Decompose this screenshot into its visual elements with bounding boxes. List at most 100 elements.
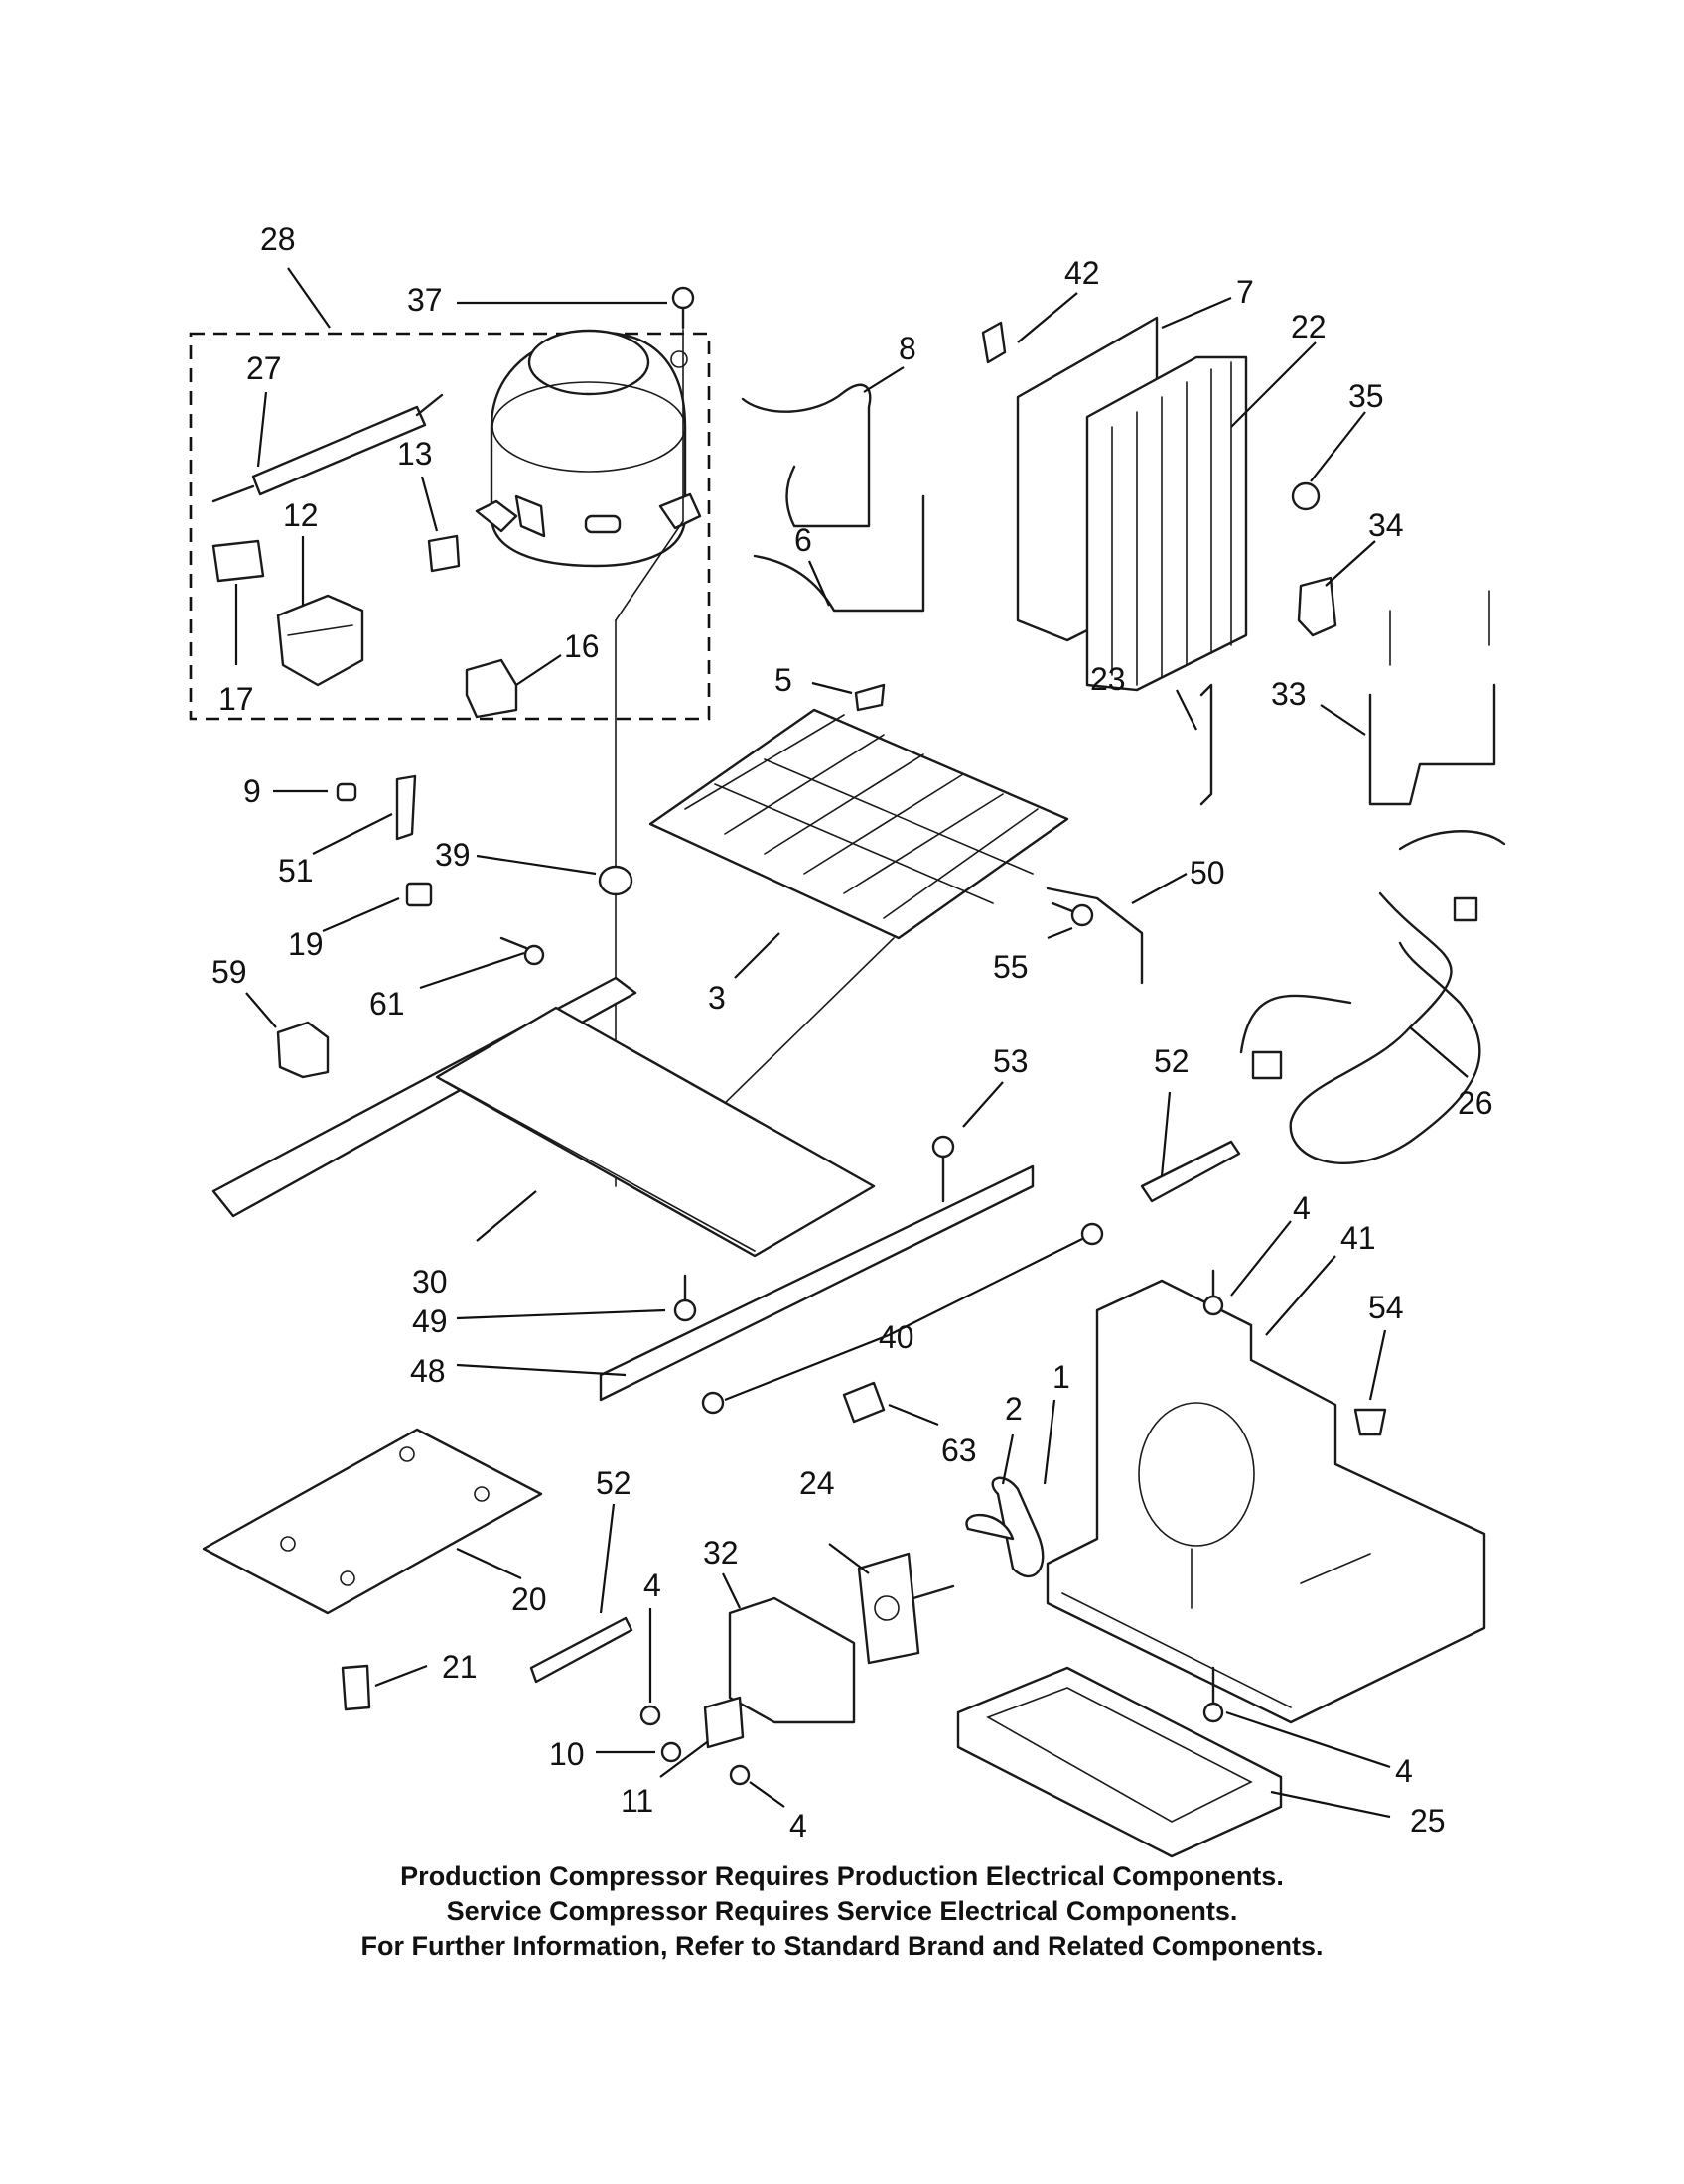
callout-35: 35 [1348,378,1384,414]
callout-4d: 4 [1395,1753,1413,1789]
callout-50: 50 [1190,855,1225,890]
compressor-illustration [475,329,702,568]
callout-39: 39 [435,837,471,873]
callout-61: 61 [369,986,405,1022]
bushing-63 [842,1381,886,1424]
callout-6: 6 [794,522,812,558]
drain-pan-25 [956,1666,1283,1858]
callout-21: 21 [442,1649,478,1685]
callout-49: 49 [412,1303,448,1339]
fan-motor-24 [857,1552,955,1665]
callout-53: 53 [993,1043,1029,1079]
screw-40a [1080,1222,1104,1246]
clip-42 [981,321,1007,364]
callout-40: 40 [879,1319,914,1355]
screw-40b [701,1391,725,1415]
bracket-32 [728,1596,856,1724]
tube-6 [753,494,925,613]
bracket-23 [1199,683,1213,806]
callout-23: 23 [1090,661,1126,697]
drier-27 [211,393,444,503]
callout-3: 3 [708,980,726,1016]
compressor-kit-boundary [189,332,711,721]
tube-51 [395,774,417,841]
screw-10 [660,1741,682,1763]
screw-53 [931,1135,955,1203]
switch-35 [1291,481,1321,511]
callout-16: 16 [564,628,600,664]
wire-nut-54 [1353,1408,1387,1436]
frame-30 [211,976,876,1258]
callout-13: 13 [397,436,433,472]
evaporator-3 [648,708,1069,940]
callout-42: 42 [1064,255,1100,291]
plate-11 [703,1696,745,1749]
overload-17 [211,539,265,583]
callout-20: 20 [511,1581,547,1617]
callout-2: 2 [1005,1391,1023,1427]
callout-26: 26 [1458,1085,1493,1121]
screw-55 [1051,901,1094,927]
callout-41: 41 [1340,1220,1376,1256]
callout-52b: 52 [596,1465,632,1501]
note-further-information: For Further Information, Refer to Standa… [360,1931,1324,1961]
base-shroud-41 [1046,1279,1486,1724]
callout-22: 22 [1291,309,1327,344]
note-production-compressor: Production Compressor Requires Productio… [400,1861,1284,1891]
callout-27: 27 [246,350,282,386]
callout-54: 54 [1368,1290,1404,1325]
callout-5: 5 [774,662,792,698]
insulator-19 [405,882,433,907]
cap-9 [336,782,357,802]
condenser-assembly [1016,316,1248,692]
callout-8: 8 [899,331,916,366]
spring-21 [341,1664,371,1711]
screw-4d [1202,1666,1224,1723]
note-service-compressor: Service Compressor Requires Service Elec… [446,1896,1238,1926]
screw-4c [729,1764,751,1786]
bracket-59 [276,1021,330,1079]
wiring-harness-26 [1239,830,1506,1164]
bracket-34 [1297,576,1337,637]
callout-4b: 4 [643,1568,661,1603]
screw-4b [639,1705,661,1726]
callout-55: 55 [993,949,1029,985]
callout-4c: 4 [789,1808,807,1843]
callout-9: 9 [243,773,261,809]
callout-12: 12 [283,497,319,533]
tube-33 [1368,683,1496,806]
rail-48 [599,1164,1035,1402]
callout-51: 51 [278,853,314,888]
cable-tie-52a [1140,1140,1241,1203]
callout-7: 7 [1236,274,1254,310]
callout-52a: 52 [1154,1043,1190,1079]
callout-33: 33 [1271,676,1307,712]
callout-4a: 4 [1293,1190,1311,1226]
callout-28: 28 [260,221,296,257]
callout-48: 48 [410,1353,446,1389]
capacitor-16 [465,658,518,719]
clip-5 [854,683,886,712]
screw-4a [1202,1269,1224,1316]
tube-50 [1046,887,1144,985]
callout-63: 63 [941,1433,977,1468]
callout-34: 34 [1368,507,1404,543]
screw-49 [673,1274,697,1322]
fan-blade-2 [965,1476,1045,1578]
clip-13 [427,534,461,573]
screw-37 [671,286,695,330]
callout-10: 10 [549,1736,585,1772]
callout-32: 32 [703,1535,739,1570]
callout-11: 11 [621,1783,653,1819]
grommet-39 [598,865,633,896]
cable-tie-52b [529,1616,633,1684]
tube-8 [741,383,872,528]
compressor-vertical-axis [615,520,684,621]
cover-20 [202,1428,543,1615]
screw-61 [499,936,545,966]
callout-24: 24 [799,1465,835,1501]
relay-12 [276,594,364,687]
callout-37: 37 [407,282,443,318]
callout-59: 59 [211,954,247,990]
